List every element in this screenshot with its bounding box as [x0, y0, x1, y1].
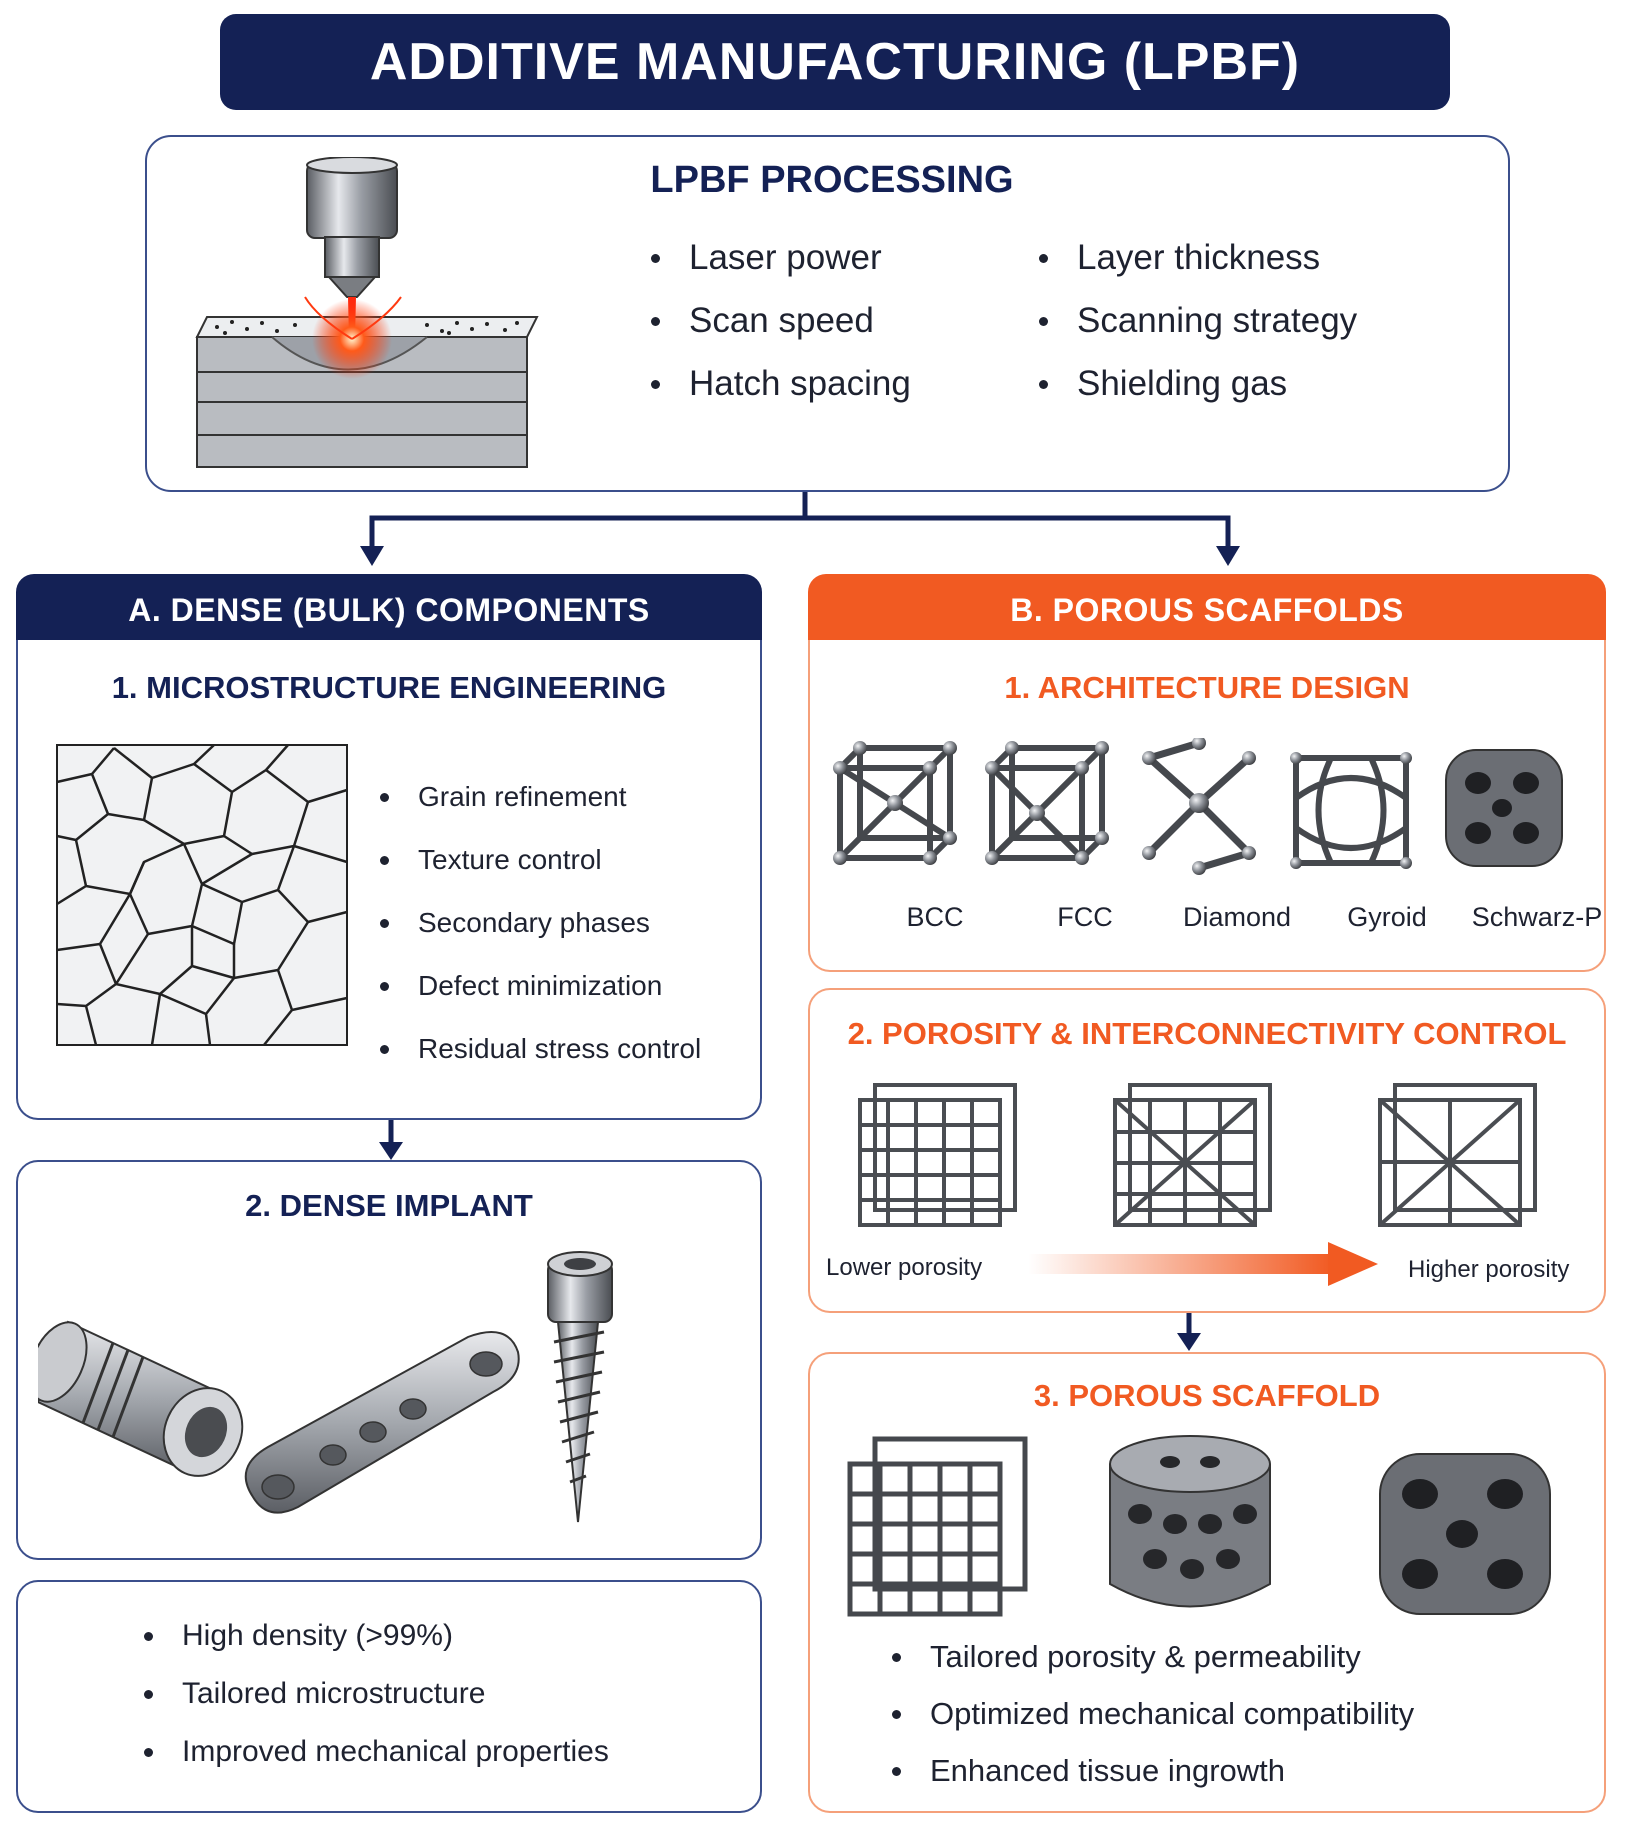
porous-scaffold-panel: 3. POROUS SCAFFOLD Tai: [808, 1352, 1606, 1813]
benefit-item: High density (>99%): [140, 1618, 609, 1676]
benefit-item: Improved mechanical properties: [140, 1734, 609, 1792]
dense-implant-heading: 2. DENSE IMPLANT: [245, 1188, 533, 1223]
param-scan-speed: Scan speed: [647, 300, 911, 363]
scaffold-illustrations: [847, 1435, 1551, 1617]
lpbf-processing-heading: LPBF PROCESSING: [650, 159, 1014, 201]
arrow-down-icon: [1216, 546, 1240, 566]
scaffold-benefit-item: Enhanced tissue ingrowth: [888, 1752, 1414, 1809]
lattice-label-bcc: BCC: [906, 902, 964, 932]
micro-item: Grain refinement: [376, 780, 701, 843]
scaffold-benefits-list: Tailored porosity & permeability Optimiz…: [888, 1638, 1414, 1809]
param-scanning-strategy: Scanning strategy: [1035, 300, 1357, 363]
porosity-panel: 2. POROSITY & INTERCONNECTIVITY CONTROL …: [808, 988, 1606, 1313]
param-shielding-gas: Shielding gas: [1035, 363, 1357, 426]
arrow-down-icon: [1177, 1313, 1201, 1351]
dense-benefits-panel: High density (>99%) Tailored microstruct…: [16, 1580, 762, 1813]
branch-connector: [360, 492, 1240, 566]
param-laser-power: Laser power: [647, 237, 911, 300]
architecture-panel: 1. ARCHITECTURE DESIGN: [808, 640, 1606, 972]
implant-illustrations: [38, 1251, 613, 1523]
lower-porosity-label: Lower porosity: [826, 1254, 983, 1281]
microstructure-panel: 1. MICROSTRUCTURE ENGINEERING Grain refi…: [16, 640, 762, 1120]
bone-screw: [547, 1251, 613, 1523]
process-parameters-right: Layer thickness Scanning strategy Shield…: [1035, 237, 1357, 426]
lpbf-processing-panel: LPBF PROCESSING Laser power Scan speed H…: [145, 135, 1510, 492]
higher-porosity-label: Higher porosity: [1408, 1256, 1570, 1283]
lattice-label-gyroid: Gyroid: [1347, 902, 1427, 932]
microstructure-list: Grain refinement Texture control Seconda…: [376, 780, 701, 1095]
param-hatch-spacing: Hatch spacing: [647, 363, 911, 426]
microstructure-heading: 1. MICROSTRUCTURE ENGINEERING: [111, 670, 667, 705]
arrow-down-icon: [360, 546, 384, 566]
lattice-unit-cells: [833, 738, 1563, 875]
porosity-heading: 2. POROSITY & INTERCONNECTIVITY CONTROL: [847, 1016, 1567, 1051]
porosity-lattice-cubes: [858, 1083, 1537, 1227]
cylindrical-implant: [38, 1320, 244, 1477]
lattice-label-fcc: FCC: [1057, 902, 1113, 932]
dense-implant-panel: 2. DENSE IMPLANT: [16, 1160, 762, 1560]
micro-item: Texture control: [376, 843, 701, 906]
process-parameters-left: Laser power Scan speed Hatch spacing: [647, 237, 911, 426]
porosity-gradient-arrow: [1028, 1242, 1378, 1286]
param-layer-thickness: Layer thickness: [1035, 237, 1357, 300]
architecture-heading: 1. ARCHITECTURE DESIGN: [1004, 670, 1410, 705]
lattice-label-schwarz-p: Schwarz-P: [1471, 902, 1603, 932]
bone-plate: [244, 1331, 520, 1514]
porous-scaffold-heading: 3. POROUS SCAFFOLD: [1033, 1378, 1381, 1413]
scaffold-benefit-item: Optimized mechanical compatibility: [888, 1695, 1414, 1752]
dense-benefits-list: High density (>99%) Tailored microstruct…: [140, 1618, 609, 1792]
micro-item: Secondary phases: [376, 906, 701, 969]
grain-structure-image: [56, 744, 348, 1046]
micro-item: Defect minimization: [376, 969, 701, 1032]
lattice-label-diamond: Diamond: [1182, 902, 1292, 932]
laser-melting-illustration: [195, 157, 539, 468]
dense-components-header: A. DENSE (BULK) COMPONENTS: [16, 574, 762, 646]
scaffold-benefit-item: Tailored porosity & permeability: [888, 1638, 1414, 1695]
porous-scaffolds-header: B. POROUS SCAFFOLDS: [808, 574, 1606, 646]
micro-item: Residual stress control: [376, 1032, 701, 1095]
page-title: ADDITIVE MANUFACTURING (LPBF): [220, 14, 1450, 110]
arrow-down-icon: [379, 1120, 403, 1160]
benefit-item: Tailored microstructure: [140, 1676, 609, 1734]
